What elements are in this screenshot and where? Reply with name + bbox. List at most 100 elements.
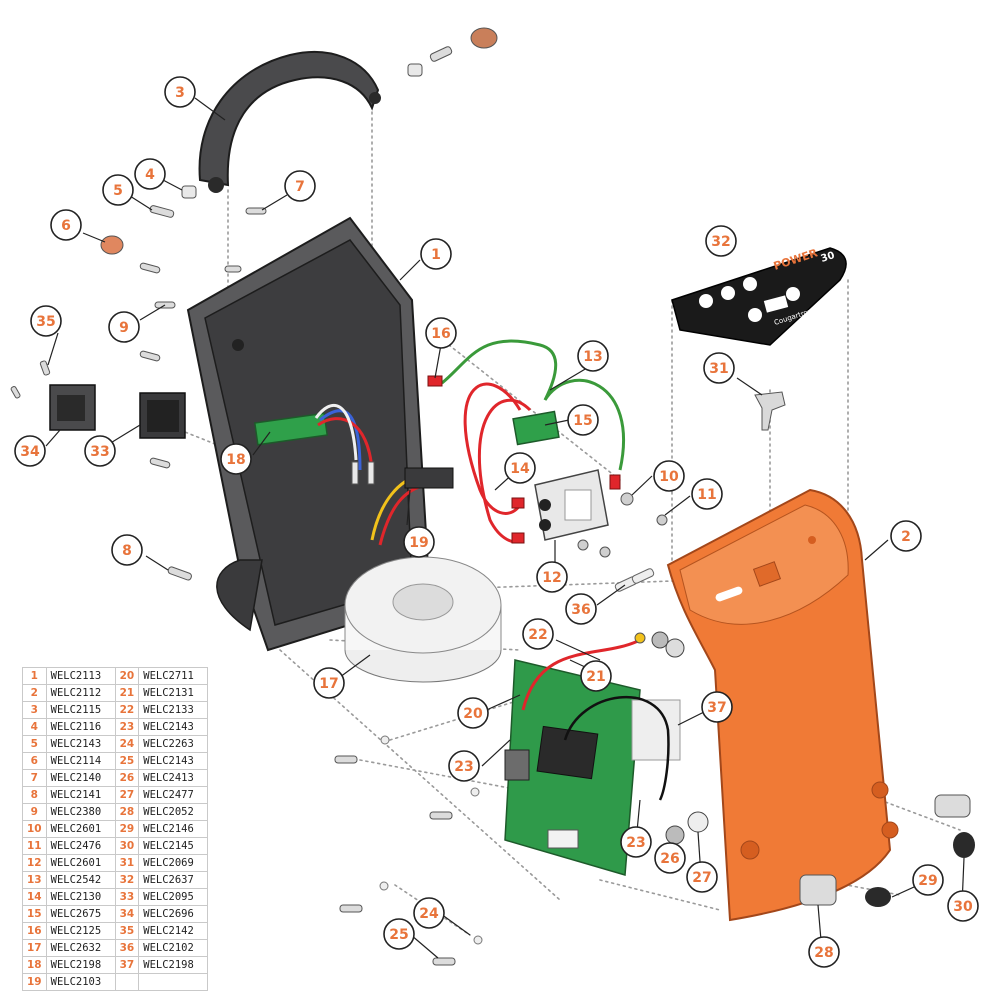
carry-handle bbox=[198, 50, 381, 193]
callout-circle bbox=[580, 660, 612, 692]
callout-number: 18 bbox=[226, 452, 245, 468]
filter-module bbox=[534, 469, 609, 541]
control-board bbox=[334, 631, 709, 966]
part-number: 6 bbox=[22, 752, 47, 770]
part-number: 3 bbox=[22, 701, 47, 719]
callout-number: 25 bbox=[389, 927, 408, 943]
callout-circle bbox=[50, 209, 82, 241]
part-number: 4 bbox=[22, 718, 47, 736]
callout-circle bbox=[705, 225, 737, 257]
callout-number: 17 bbox=[319, 676, 338, 692]
callout-31: 31 bbox=[703, 352, 735, 384]
callout-circle bbox=[890, 520, 922, 552]
part-number: 1 bbox=[22, 667, 47, 685]
callout-25: 25 bbox=[383, 918, 415, 950]
panel-title-number: 30 bbox=[820, 250, 837, 265]
part-code: WELC2095 bbox=[138, 888, 209, 906]
callout-circle bbox=[653, 460, 685, 492]
part-code: WELC2632 bbox=[45, 939, 116, 957]
callout-number: 15 bbox=[573, 413, 592, 429]
callout-circle bbox=[220, 443, 252, 475]
callout-number: 13 bbox=[583, 349, 602, 365]
part-number: 7 bbox=[22, 769, 47, 787]
part-number: 14 bbox=[22, 888, 47, 906]
callout-number: 12 bbox=[542, 570, 561, 586]
callout-circle bbox=[457, 697, 489, 729]
callout-6: 6 bbox=[50, 209, 82, 241]
part-code: WELC2069 bbox=[138, 854, 209, 872]
part-number: 36 bbox=[114, 939, 140, 957]
callout-circle bbox=[912, 864, 944, 896]
callout-circle bbox=[654, 842, 686, 874]
callout-7: 7 bbox=[284, 170, 316, 202]
part-number: 10 bbox=[22, 820, 47, 838]
part-number: 8 bbox=[22, 786, 47, 804]
callout-8: 8 bbox=[111, 534, 143, 566]
callout-number: 2 bbox=[901, 529, 911, 545]
callout-number: 37 bbox=[707, 700, 726, 716]
callout-3: 3 bbox=[164, 76, 196, 108]
part-number: 28 bbox=[114, 803, 140, 821]
wiring-harness bbox=[427, 339, 626, 544]
part-number: 5 bbox=[22, 735, 47, 753]
callout-circle bbox=[504, 452, 536, 484]
callout-number: 3 bbox=[175, 85, 185, 101]
part-code: WELC2711 bbox=[138, 667, 209, 685]
part-number: 21 bbox=[114, 684, 140, 702]
callout-number: 8 bbox=[122, 543, 132, 559]
callout-35: 35 bbox=[30, 305, 62, 337]
part-code: WELC2115 bbox=[45, 701, 116, 719]
callout-12: 12 bbox=[536, 561, 568, 593]
callout-21: 21 bbox=[580, 660, 612, 692]
callout-circle bbox=[522, 618, 554, 650]
part-number: 37 bbox=[114, 956, 140, 974]
part-code: WELC2143 bbox=[138, 752, 209, 770]
part-number: 15 bbox=[22, 905, 47, 923]
callout-number: 28 bbox=[814, 945, 833, 961]
callout-number: 1 bbox=[431, 247, 441, 263]
callout-16: 16 bbox=[425, 317, 457, 349]
callout-10: 10 bbox=[653, 460, 685, 492]
callout-33: 33 bbox=[84, 435, 116, 467]
callout-26: 26 bbox=[654, 842, 686, 874]
part-code: WELC2142 bbox=[138, 922, 209, 940]
part-code: WELC2116 bbox=[45, 718, 116, 736]
callout-circle bbox=[84, 435, 116, 467]
callout-circle bbox=[691, 478, 723, 510]
callout-circle bbox=[620, 826, 652, 858]
callout-number: 35 bbox=[36, 314, 55, 330]
part-number: 9 bbox=[22, 803, 47, 821]
callout-number: 7 bbox=[295, 179, 305, 195]
part-code: WELC2113 bbox=[45, 667, 116, 685]
part-number: 35 bbox=[114, 922, 140, 940]
callout-number: 22 bbox=[528, 627, 547, 643]
callout-number: 19 bbox=[409, 535, 428, 551]
callout-circle bbox=[565, 593, 597, 625]
callout-circle bbox=[420, 238, 452, 270]
callout-circle bbox=[686, 861, 718, 893]
callout-circle bbox=[808, 936, 840, 968]
callout-number: 23 bbox=[626, 835, 645, 851]
toroidal-transformer bbox=[344, 556, 502, 683]
part-number: 22 bbox=[114, 701, 140, 719]
callout-9: 9 bbox=[108, 311, 140, 343]
control-panel-overlay: POWER 30 Cougartron bbox=[671, 246, 847, 346]
part-code: WELC2143 bbox=[45, 735, 116, 753]
part-code: WELC2052 bbox=[138, 803, 209, 821]
nuts-and-fuses bbox=[577, 492, 668, 592]
part-code: WELC2413 bbox=[138, 769, 209, 787]
callout-number: 4 bbox=[145, 167, 155, 183]
callout-circle bbox=[134, 158, 166, 190]
callout-number: 21 bbox=[586, 669, 605, 685]
part-number: 26 bbox=[114, 769, 140, 787]
part-code: WELC2130 bbox=[45, 888, 116, 906]
